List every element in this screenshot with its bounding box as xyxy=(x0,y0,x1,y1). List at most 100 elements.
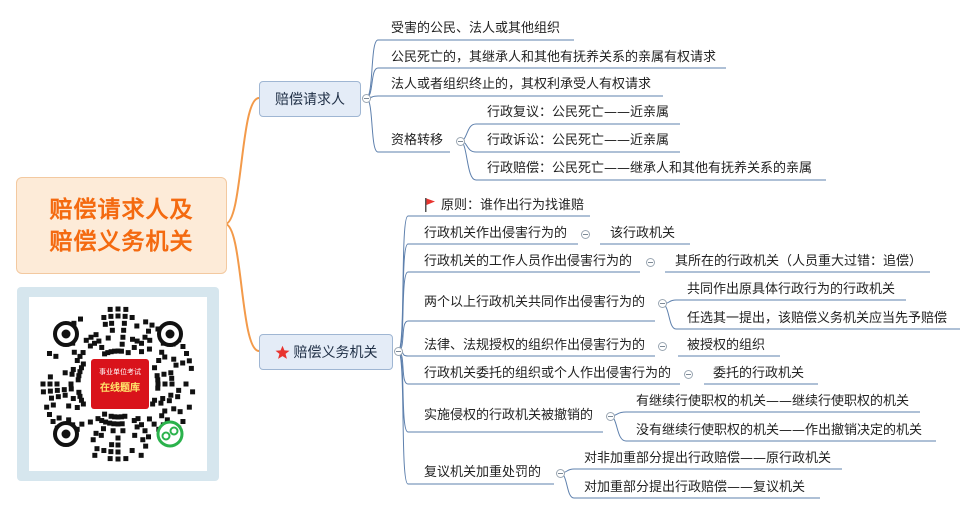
star-icon xyxy=(275,345,289,359)
qr-module xyxy=(155,326,161,332)
qr-module xyxy=(108,349,114,355)
branch-compensation-obligor[interactable]: 赔偿义务机关 xyxy=(259,334,393,370)
qr-module xyxy=(105,335,111,341)
qr-module xyxy=(151,421,157,427)
qr-module xyxy=(50,419,56,424)
qr-module xyxy=(50,402,56,408)
obligor-row-child[interactable]: 任选其一提出，该赔偿义务机关应当先予赔偿 xyxy=(687,311,948,326)
collapse-toggle[interactable] xyxy=(658,299,667,308)
root-topic[interactable]: 赔偿请求人及 赔偿义务机关 xyxy=(16,177,227,274)
collapse-toggle[interactable] xyxy=(456,137,465,146)
qr-module xyxy=(146,416,152,422)
qr-module xyxy=(122,413,128,419)
branch-compensation-claimant[interactable]: 赔偿请求人 xyxy=(259,81,361,117)
qr-module xyxy=(118,348,124,354)
qr-module xyxy=(135,416,141,422)
claimant-item-citizen-death[interactable]: 公民死亡的，其继承人和其他有抚养关系的亲属有权请求 xyxy=(391,50,717,65)
collapse-toggle[interactable] xyxy=(658,342,667,351)
qr-module xyxy=(160,396,166,402)
qr-module xyxy=(107,456,113,462)
collapse-toggle[interactable] xyxy=(362,94,371,103)
obligor-row-child[interactable]: 对加重部分提出行政赔偿——复议机关 xyxy=(584,480,806,495)
qr-module xyxy=(93,430,99,436)
qr-module xyxy=(92,452,98,458)
qr-module xyxy=(100,426,106,432)
qr-module xyxy=(154,373,160,379)
qr-module xyxy=(107,306,113,312)
obligor-row-child[interactable]: 有继续行使职权的机关——继续行使职权的机关 xyxy=(636,394,910,409)
qr-module xyxy=(94,446,100,452)
qr-code[interactable]: 事业单位考试 在线题库 xyxy=(29,297,207,471)
collapse-toggle[interactable] xyxy=(581,230,590,239)
obligor-row-child[interactable]: 没有继续行使职权的机关——作出撤销决定的机关 xyxy=(636,423,923,438)
qr-module xyxy=(134,338,140,344)
qr-module xyxy=(186,358,192,364)
obligor-row-label[interactable]: 行政机关委托的组织或个人作出侵害行为的 xyxy=(424,366,672,381)
qr-module xyxy=(155,377,161,383)
collapse-toggle[interactable] xyxy=(394,347,403,356)
obligor-row-label[interactable]: 两个以上行政机关共同作出侵害行为的 xyxy=(424,295,646,310)
qr-module xyxy=(61,329,71,339)
qr-module xyxy=(169,426,179,436)
qr-module xyxy=(80,350,86,356)
transfer-admin-reconsideration[interactable]: 行政复议：公民死亡——近亲属 xyxy=(487,105,670,120)
obligor-row-label[interactable]: 复议机关加重处罚的 xyxy=(424,465,542,480)
qr-module xyxy=(134,323,140,329)
obligor-principle[interactable]: 原则：谁作出行为找谁赔 xyxy=(441,198,585,213)
qr-module xyxy=(169,375,175,381)
obligor-row-label[interactable]: 实施侵权的行政机关被撤销的 xyxy=(424,408,594,423)
qr-module xyxy=(152,365,158,371)
collapse-toggle[interactable] xyxy=(646,258,655,267)
qr-module xyxy=(54,387,60,393)
connector-line xyxy=(365,97,379,153)
qr-module xyxy=(155,385,161,391)
obligor-row-child[interactable]: 委托的行政机关 xyxy=(713,366,805,381)
qr-module xyxy=(66,403,72,409)
obligor-row-label[interactable]: 行政机关作出侵害行为的 xyxy=(424,226,568,241)
qr-module xyxy=(115,313,121,319)
qr-module xyxy=(159,349,165,355)
qr-module xyxy=(168,392,174,398)
qr-module xyxy=(171,406,177,412)
obligor-row-label[interactable]: 行政机关的工作人员作出侵害行为的 xyxy=(424,254,633,269)
qr-module xyxy=(105,350,111,356)
collapse-toggle[interactable] xyxy=(606,412,615,421)
qr-module xyxy=(180,419,186,424)
obligor-row-child[interactable]: 共同作出原具体行政行为的行政机关 xyxy=(687,282,896,297)
qr-module xyxy=(115,435,121,441)
qr-module xyxy=(147,337,153,343)
obligor-row-child[interactable]: 对非加重部分提出行政赔偿——原行政机关 xyxy=(584,451,832,466)
collapse-toggle[interactable] xyxy=(556,469,565,478)
obligor-row-child[interactable]: 其所在的行政机关（人员重大过错：追偿） xyxy=(675,254,923,269)
qr-module xyxy=(56,415,62,421)
transfer-admin-litigation[interactable]: 行政诉讼：公民死亡——近亲属 xyxy=(487,133,670,148)
qr-module xyxy=(162,354,168,360)
qr-module xyxy=(175,394,181,400)
claimant-item-org-termination[interactable]: 法人或者组织终止的，其权利承受人有权请求 xyxy=(391,77,652,92)
qr-module xyxy=(169,381,175,387)
qr-module xyxy=(108,413,114,419)
qr-module xyxy=(132,432,138,438)
qr-module xyxy=(62,370,68,376)
qr-module xyxy=(101,314,107,320)
claimant-item-victim[interactable]: 受害的公民、法人或其他组织 xyxy=(391,21,561,36)
qr-module xyxy=(102,411,108,417)
collapse-toggle[interactable] xyxy=(684,370,693,379)
qr-module xyxy=(69,371,75,377)
qr-module xyxy=(47,388,53,394)
qr-module xyxy=(115,442,121,448)
obligor-row-label[interactable]: 法律、法规授权的组织作出侵害行为的 xyxy=(424,338,646,353)
qr-module xyxy=(47,381,53,387)
qr-module xyxy=(142,428,148,434)
claimant-item-qualification-transfer[interactable]: 资格转移 xyxy=(391,133,444,148)
qr-module xyxy=(44,404,50,410)
qr-module xyxy=(177,409,183,415)
obligor-row-child[interactable]: 该行政机关 xyxy=(610,226,676,241)
qr-module xyxy=(161,371,167,377)
branch-label: 赔偿请求人 xyxy=(275,92,345,108)
qr-module xyxy=(76,373,82,379)
obligor-row-child[interactable]: 被授权的组织 xyxy=(687,338,766,353)
transfer-admin-compensation[interactable]: 行政赔偿：公民死亡——继承人和其他有抚养关系的亲属 xyxy=(487,161,813,176)
qr-module xyxy=(119,421,125,427)
